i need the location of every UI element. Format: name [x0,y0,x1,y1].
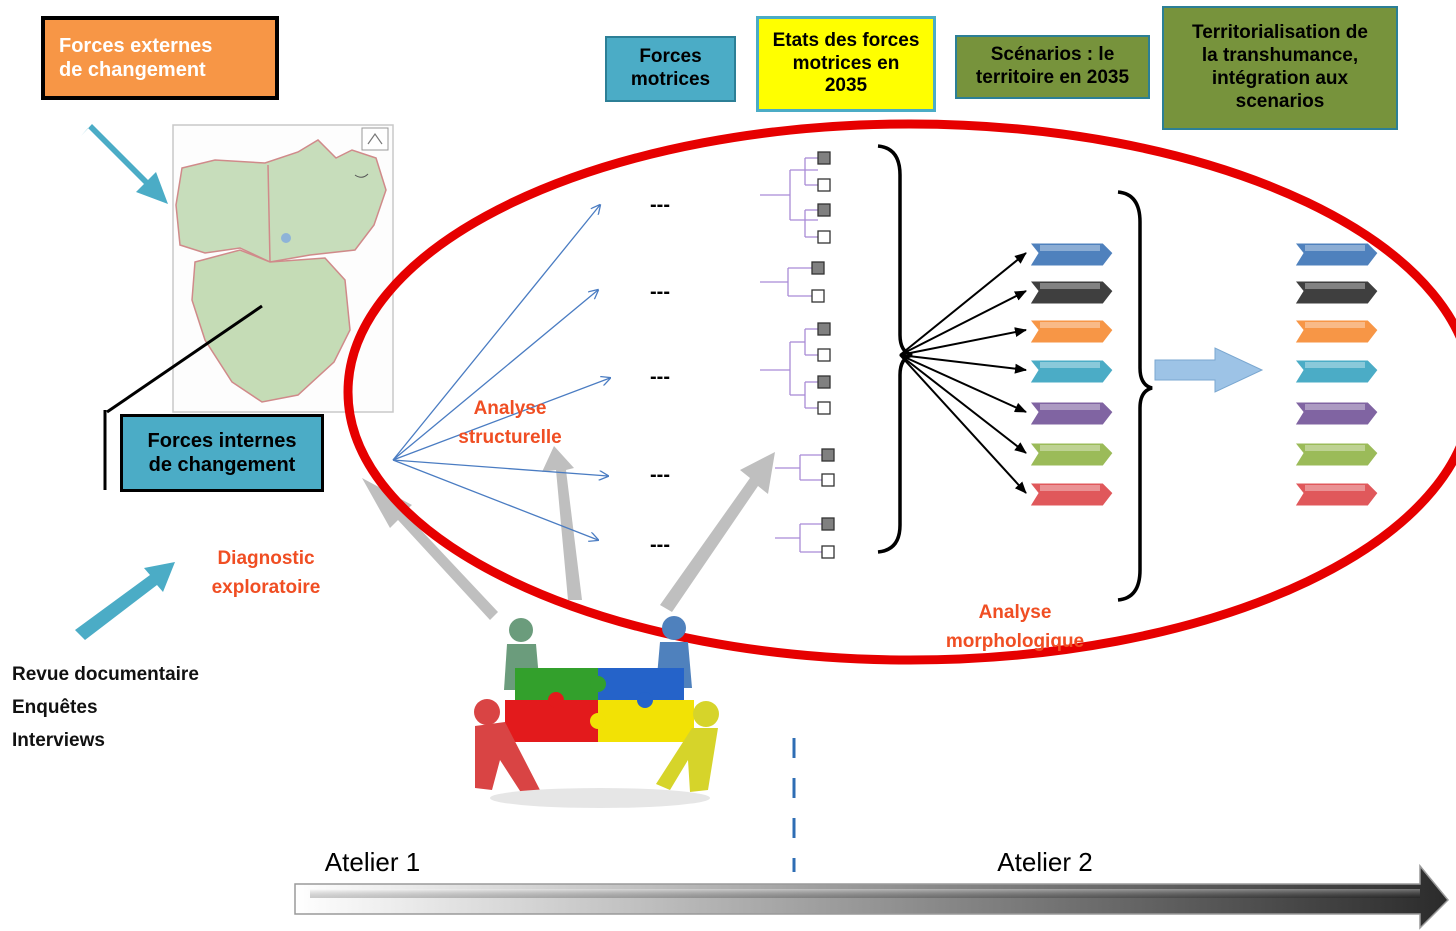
scenario-arrows-right-gloss [1305,245,1365,491]
external-forces-box: Forces externes de changement [41,16,279,100]
morphological-fan-arrows [899,252,1027,494]
timeline-arrow [294,863,1450,930]
transfer-arrow [1154,347,1264,393]
workshop-2-label: Atelier 2 [997,847,1093,877]
diagnostic-input-arrow [75,562,175,640]
workshop-1-label: Atelier 1 [324,847,421,877]
scenario-arrows-left-gloss [1040,245,1100,491]
scenario-arrows-right [1293,242,1379,507]
driving-force-dash-2: --- [650,281,670,303]
driving-force-dash-5: --- [650,534,670,556]
source-item: Enquêtes [12,697,98,718]
map-link-line [103,304,263,490]
exploratory-diagnostic-label: Diagnostic exploratoire [211,548,321,599]
state-squares [811,151,835,559]
scenario-arrows-left [1028,242,1114,507]
source-item: Interviews [12,730,105,751]
territorialisation-box: Territorialisation de la transhumance, i… [1162,6,1398,130]
external-forces-arrow [81,124,168,204]
brace-states [877,144,913,554]
sources-list: Revue documentaire Enquêtes Interviews [12,658,199,757]
driving-force-dash-1: --- [650,194,670,216]
team-arrows [362,446,775,620]
driving-force-dash-3: --- [650,366,670,388]
state-trees [760,157,822,553]
brace-scenarios [1117,190,1153,602]
focus-ellipse [343,119,1456,665]
internal-forces-box: Forces internes de changement [120,414,324,492]
structural-fan-arrows [392,205,610,540]
driving-forces-box: Forces motrices [605,36,736,102]
driving-force-dash-4: --- [650,464,670,486]
structural-analysis-label: Analyse structurelle [458,398,562,449]
scenarios-box: Scénarios : le territoire en 2035 [955,35,1150,99]
future-states-box: Etats des forces motrices en 2035 [756,16,936,112]
source-item: Revue documentaire [12,664,199,685]
territory-map [172,124,394,413]
morphological-analysis-label: Analyse morphologique [945,602,1085,653]
puzzle-team-illustration [474,616,719,808]
